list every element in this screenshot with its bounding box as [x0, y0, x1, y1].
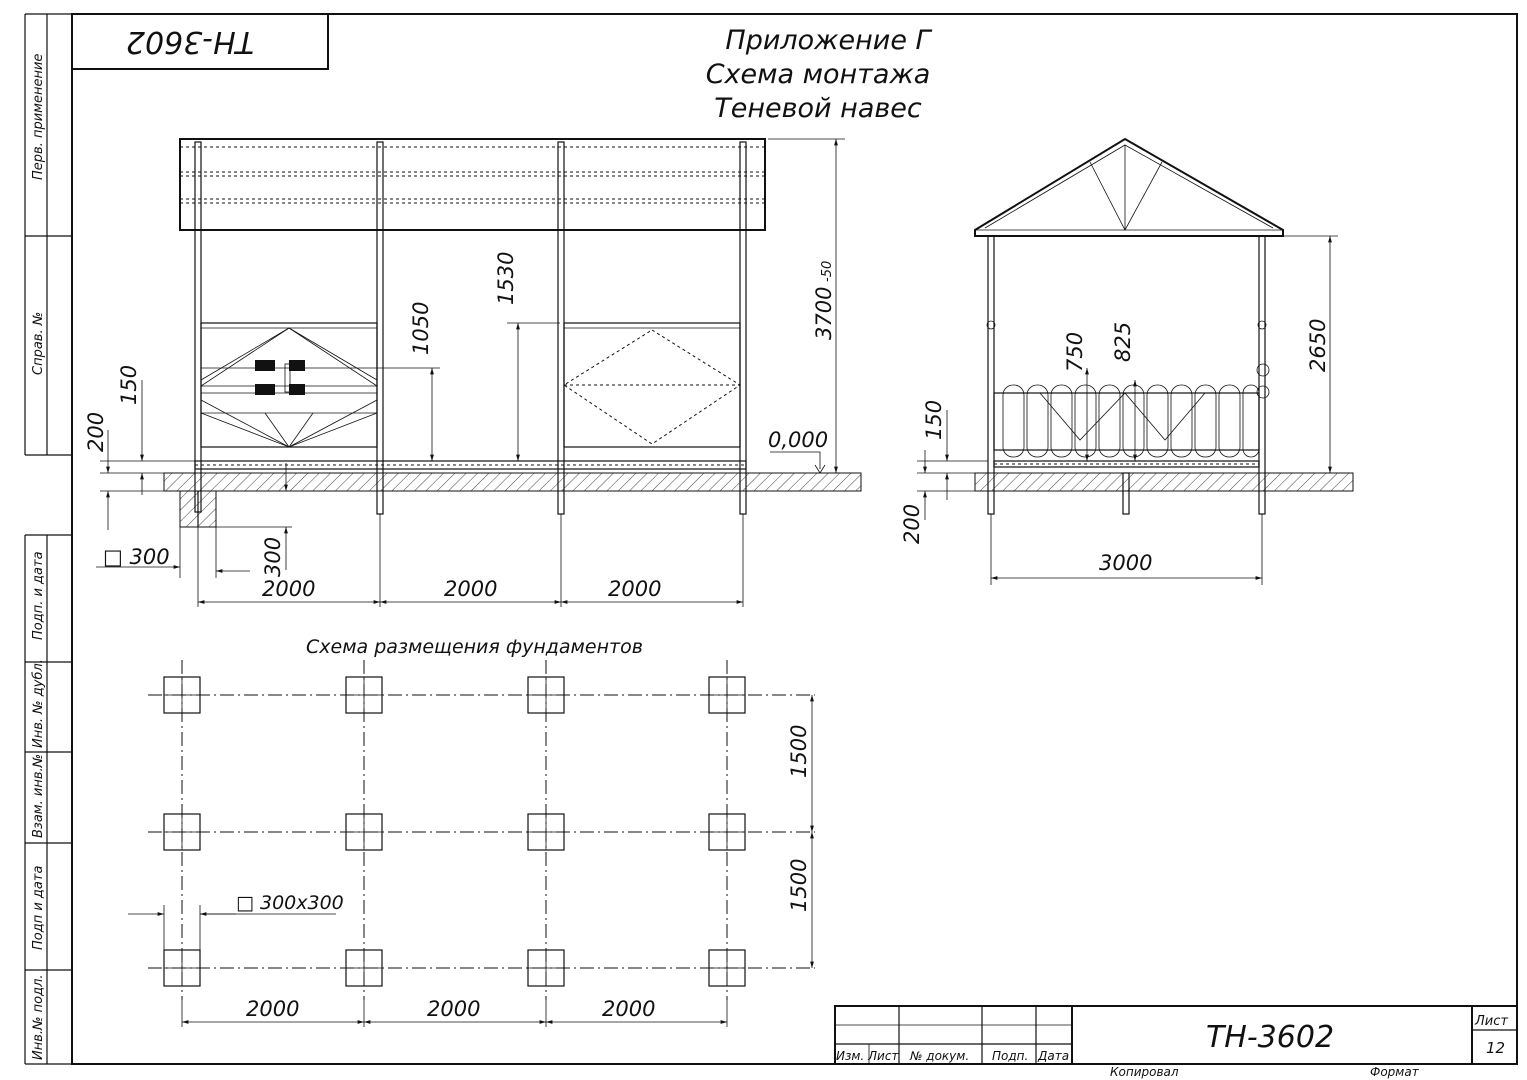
dim-span-3: 2000: [608, 577, 661, 601]
side-label-4: Взам. инв.№: [31, 754, 46, 838]
side-label-5: Подп и дата: [31, 866, 46, 950]
dim-1050: 1050: [409, 302, 433, 355]
front-dim-labels: 3700 -50 1530 1050 150 200 0,000 □ 300 3…: [84, 252, 836, 601]
stamp-text: ТН-3602: [126, 24, 254, 59]
plan-dim-2000-a: 2000: [246, 997, 299, 1021]
pad-r1c1: [163, 676, 201, 714]
pad-r3c3: [527, 949, 565, 987]
dim-3000: 3000: [1099, 551, 1152, 575]
front-view: 3700 -50 1530 1050 150 200 0,000 □ 300 3…: [84, 138, 862, 607]
front-right-panel: [563, 322, 741, 448]
pad-r2c3: [527, 813, 565, 851]
dim-200-front: 200: [84, 412, 108, 452]
tb-header-list: Лист: [867, 1049, 899, 1063]
side-railing: [993, 384, 1260, 458]
dim-foundation-depth: 300: [261, 537, 285, 577]
front-dimensions: [96, 138, 845, 607]
tb-copied: Копировал: [1110, 1065, 1179, 1079]
drawing-frame: [24, 13, 1518, 1065]
side-labels: Перв. применение Справ. № Подп. и дата И…: [31, 54, 46, 1060]
tb-header-izm: Изм.: [836, 1049, 864, 1063]
pad-r1c4: [708, 676, 746, 714]
title-line-2: Схема монтажа: [706, 59, 931, 90]
pad-r2c4: [708, 813, 746, 851]
plan-size-label: □ 300х300: [236, 892, 344, 914]
dim-150-side: 150: [922, 400, 946, 440]
stamp-box: ТН-3602: [72, 14, 329, 70]
tb-doc-number: ТН-3602: [1206, 1020, 1334, 1055]
plan-dim-2000-b: 2000: [427, 997, 480, 1021]
plan-dimensions: [128, 695, 814, 1027]
drawing-title: Приложение Г Схема монтажа Теневой навес: [706, 25, 933, 124]
tb-sheet-label: Лист: [1474, 1014, 1508, 1029]
dim-1530: 1530: [494, 252, 518, 305]
dim-foundation-size: □ 300: [103, 545, 170, 569]
tb-header-sign: Подп.: [992, 1049, 1028, 1063]
dim-750: 750: [1063, 332, 1087, 372]
front-left-panel: [200, 322, 378, 448]
tb-format: Формат: [1370, 1065, 1420, 1079]
foundation-plan: Схема размещения фундаментов: [128, 636, 815, 1027]
dim-825: 825: [1111, 322, 1135, 362]
tb-header-doc: № докум.: [909, 1049, 969, 1063]
dim-span-2: 2000: [444, 577, 497, 601]
side-label-1: Справ. №: [31, 312, 46, 375]
plan-dim-1500-b: 1500: [787, 859, 811, 912]
tb-header-date: Дата: [1037, 1049, 1069, 1063]
side-label-2: Подп. и дата: [31, 551, 46, 640]
pad-r3c1: [163, 949, 201, 987]
pad-r2c1: [163, 813, 201, 851]
pad-r3c2: [345, 949, 383, 987]
plan-dim-labels: 1500 1500 2000 2000 2000 □ 300х300: [236, 725, 811, 1021]
side-label-3: Инв. № дубл.: [31, 659, 46, 748]
side-view: 2650 750 825 150 200 3000: [900, 137, 1354, 585]
tb-sheet-number: 12: [1486, 1039, 1505, 1057]
dim-2650: 2650: [1306, 319, 1330, 372]
plan-dim-2000-c: 2000: [602, 997, 655, 1021]
plan-title: Схема размещения фундаментов: [306, 636, 643, 658]
pad-r2c2: [345, 813, 383, 851]
dim-3700: 3700: [812, 287, 836, 340]
pad-r1c3: [527, 676, 565, 714]
dim-150-front: 150: [117, 365, 141, 405]
side-dimensions: [917, 235, 1338, 585]
side-label-0: Перв. применение: [31, 54, 46, 180]
dim-span-1: 2000: [262, 577, 315, 601]
side-label-6: Инв.№ подл.: [31, 974, 46, 1060]
level-mark: 0,000: [768, 428, 828, 452]
title-block: Изм. Лист № докум. Подп. Дата ТН-3602 Ли…: [834, 1005, 1518, 1079]
dim-3700-tol: -50: [820, 261, 835, 282]
dim-200-side: 200: [900, 504, 924, 544]
side-dim-labels: 2650 750 825 150 200 3000: [900, 319, 1330, 575]
title-line-3: Теневой навес: [714, 93, 922, 124]
title-line-1: Приложение Г: [725, 25, 932, 56]
plan-dim-1500-a: 1500: [787, 725, 811, 778]
pad-r1c2: [345, 676, 383, 714]
pad-r3c4: [708, 949, 746, 987]
foundation-pads: [163, 676, 746, 987]
